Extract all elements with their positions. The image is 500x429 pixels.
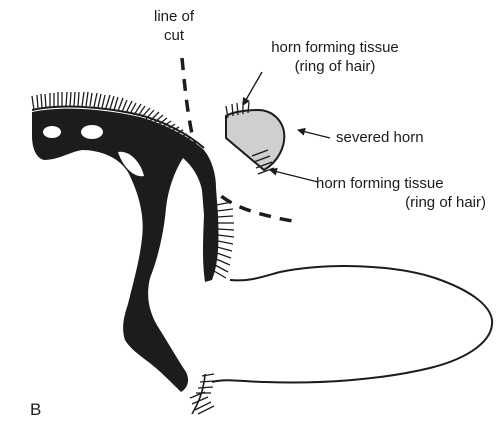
label-line-of-cut-line1: line of <box>153 8 195 25</box>
label-severed-horn-text: severed horn <box>336 129 424 146</box>
skull-hair <box>31 91 205 149</box>
label-horn-tissue-top-line1: horn forming tissue <box>271 39 399 56</box>
arrow-severed-horn <box>297 127 331 139</box>
lower-hair <box>189 373 215 415</box>
label-horn-tissue-top-line2: (ring of hair) <box>294 58 376 75</box>
label-line-of-cut-line2: cut <box>163 27 184 44</box>
sinus-outline <box>211 265 494 384</box>
label-severed-horn: severed horn <box>336 128 424 147</box>
panel-letter-text: B <box>30 400 42 419</box>
severed-horn <box>225 101 286 175</box>
arrow-horn-tissue-bottom <box>269 167 319 183</box>
arrow-horn-tissue-top <box>242 71 263 106</box>
label-horn-tissue-bottom-line2: (ring of hair) <box>405 194 486 211</box>
label-horn-tissue-bottom-line1: horn forming tissue <box>316 175 444 192</box>
label-horn-tissue-top: horn forming tissue (ring of hair) <box>250 38 420 76</box>
skull-bone <box>32 108 219 393</box>
panel-letter: B <box>30 400 41 420</box>
label-line-of-cut: line of cut <box>146 7 202 45</box>
cut-edge-hair <box>213 201 235 279</box>
label-horn-tissue-bottom: horn forming tissue (ring of hair) <box>316 174 486 212</box>
